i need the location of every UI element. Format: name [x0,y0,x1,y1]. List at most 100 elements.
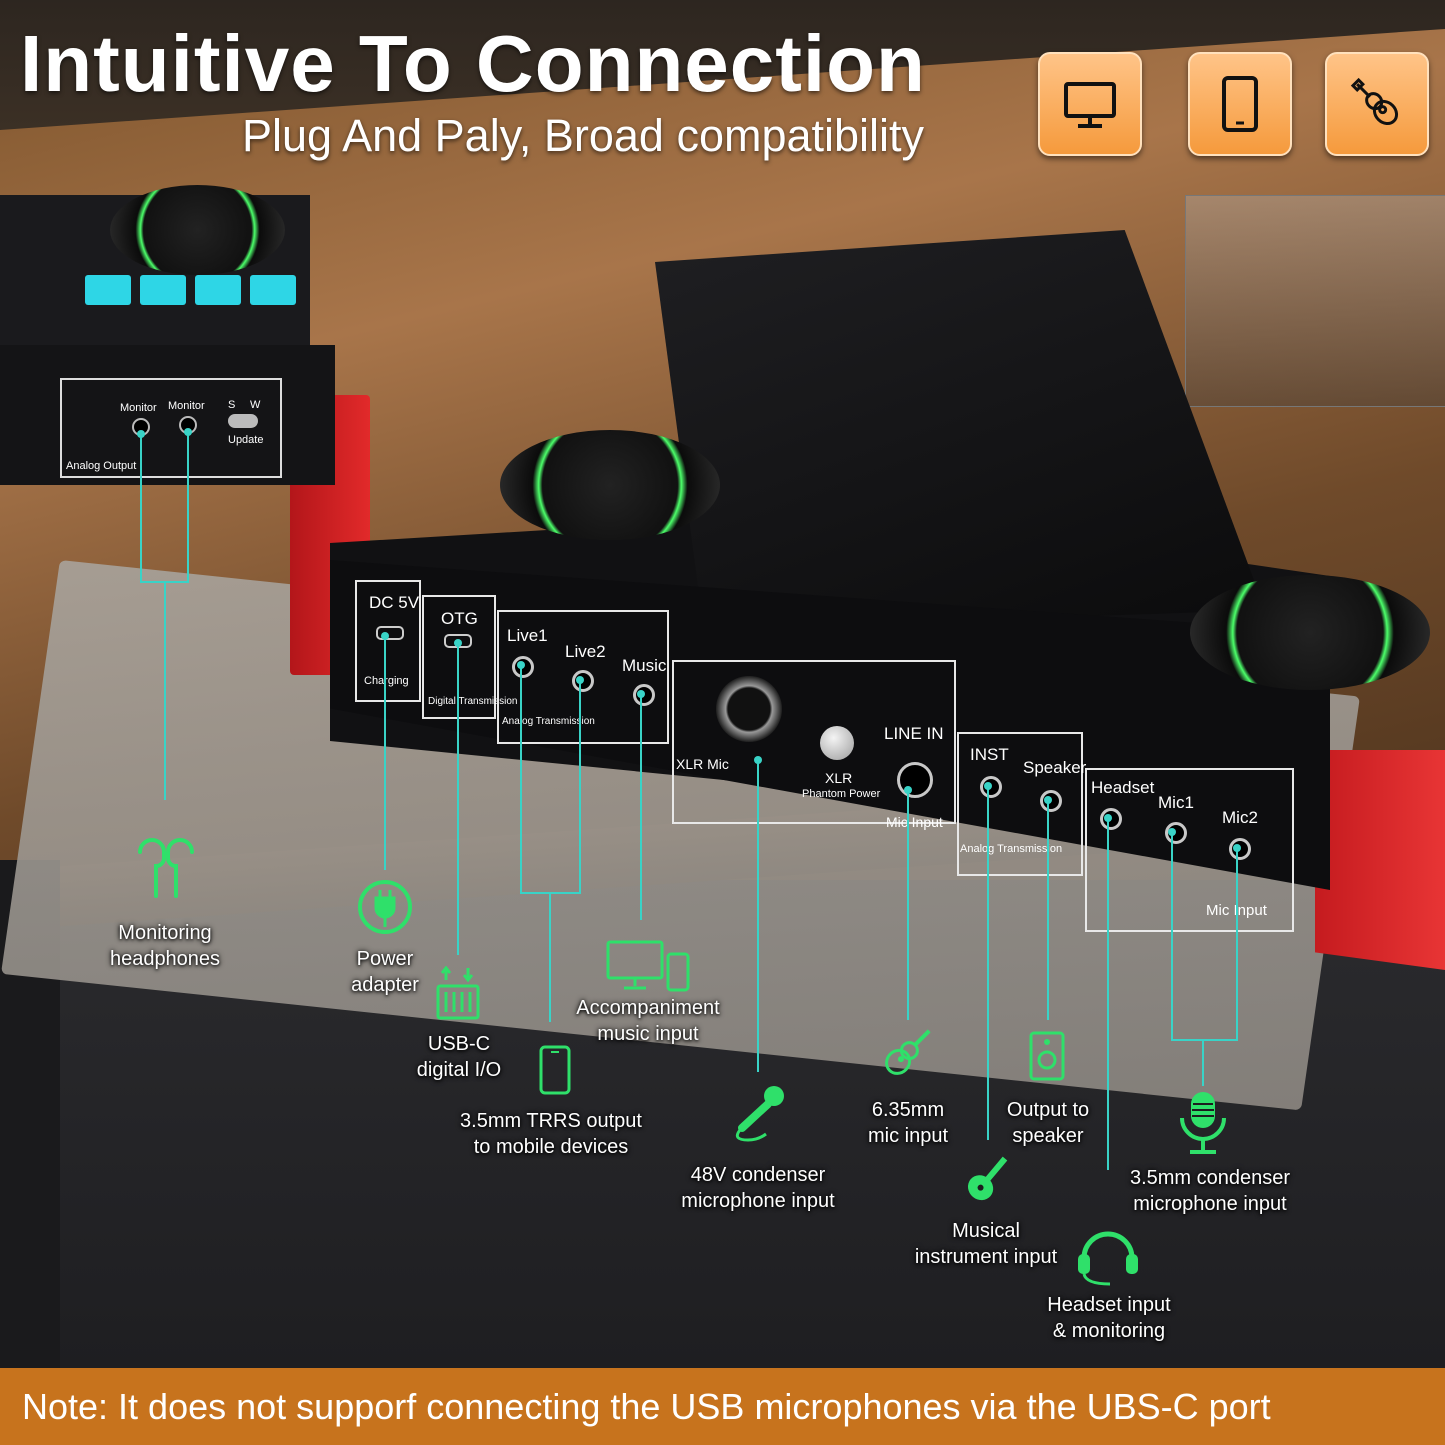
caption-line: 3.5mm condenser [1129,1167,1291,1189]
caption-accompaniment-input: Accompaniment music input [576,995,719,1047]
xlr-mic-label: XLR Mic [676,756,729,772]
caption-635mm-mic: 6.35mm mic input [868,1097,948,1149]
pad-4[interactable] [250,275,296,305]
switch-w-label: W [250,399,261,411]
analog-transmission-label: Analog Transmission [502,716,595,727]
otg-label: OTG [441,609,478,628]
charging-label: Charging [364,675,409,687]
inst-speaker-group [957,732,1083,876]
xlr-line-in-group [672,660,956,824]
guitar-badge [1325,52,1429,156]
phantom-power-button[interactable] [820,726,854,760]
main-mixer-device [330,230,1445,970]
dc-port-group [355,580,421,702]
condenser-microphone-icon [1180,1092,1226,1154]
caption-headset-input: Headset input & monitoring [1047,1292,1170,1344]
computer-and-phone-icon [606,940,690,992]
line-in-label: LINE IN [884,724,944,743]
caption-line: Musical [952,1220,1020,1242]
caption-line: Headset input [1047,1294,1171,1316]
main-jog-wheel-left[interactable] [500,430,720,540]
caption-monitoring-headphones: Monitoring headphones [110,920,220,972]
phantom-power-label: Phantom Power [802,788,881,800]
caption-line: music input [597,1023,699,1045]
headset-icon [1078,1231,1138,1286]
caption-line: digital I/O [416,1059,502,1081]
caption-line: to mobile devices [473,1136,629,1158]
monitor-label-2: Monitor [168,400,205,412]
left-device-jog-wheel[interactable] [110,185,285,275]
caption-line: 3.5mm TRRS output [460,1110,642,1132]
caption-line: mic input [867,1125,949,1147]
mic2-label: Mic2 [1222,808,1258,827]
guitar-icon [885,1029,931,1075]
main-device-red-side [1315,750,1445,970]
pad-1[interactable] [85,275,131,305]
electric-guitar-icon [967,1156,1008,1201]
mic1-jack[interactable] [1165,822,1187,844]
usb-c-charge-port[interactable] [376,626,404,640]
caption-48v-condenser: 48V condenser microphone input [681,1162,834,1214]
mic-input-label-1: Mic Input [886,814,943,830]
dc-label: DC 5V [369,593,420,612]
update-label: Update [228,434,264,446]
s-w-switch[interactable] [228,414,258,428]
mobile-phone-icon [539,1045,571,1095]
main-jog-wheel-right[interactable] [1190,575,1430,690]
caption-line: 6.35mm [871,1099,945,1121]
caption-line: & monitoring [1052,1320,1166,1342]
switch-s-label: S [228,399,236,411]
tablet-badge [1188,52,1292,156]
mic-headset-group [1085,768,1294,932]
speaker-label: Speaker [1023,758,1087,777]
xlr-mic-jack[interactable] [716,676,782,742]
live1-label: Live1 [507,626,548,645]
caption-line: 48V condenser [690,1164,826,1186]
acrylic-case [1185,195,1445,407]
pad-2[interactable] [140,275,186,305]
caption-line: headphones [109,948,221,970]
tablet-icon [1222,76,1258,132]
usb-c-icon [436,966,480,1020]
page-subtitle: Plug And Paly, Broad compatibility [242,110,925,161]
headset-label: Headset [1091,778,1155,797]
caption-line: Power [356,948,414,970]
caption-line: instrument input [914,1246,1058,1268]
pad-3[interactable] [195,275,241,305]
analog-output-label: Analog Output [66,460,137,472]
caption-line: adapter [351,974,419,996]
analog-output-panel [60,378,282,478]
mic1-label: Mic1 [1158,793,1194,812]
footer-note-bar: Note: It does not supporf connecting the… [0,1368,1445,1445]
caption-line: Output to [1006,1099,1090,1121]
xlr-label: XLR [825,770,853,786]
live2-label: Live2 [565,642,606,661]
caption-line: Monitoring [118,922,212,944]
handheld-microphone-icon [735,1086,784,1142]
caption-line: speaker [1012,1125,1084,1147]
caption-output-speaker: Output to speaker [1007,1097,1089,1149]
analog-transmission-label-2: Analog Transmission [960,843,1063,855]
caption-line: microphone input [1133,1193,1287,1215]
digital-transmission-label: Digital Transmission [428,696,518,707]
live-music-port-group [497,610,669,744]
earbuds-icon [138,838,194,898]
monitor-badge [1038,52,1142,156]
power-plug-icon [358,880,412,934]
page-title: Intuitive To Connection [20,19,926,108]
caption-trrs-output: 3.5mm TRRS output to mobile devices [460,1108,642,1160]
monitor-label-1: Monitor [120,402,157,414]
caption-line: microphone input [681,1190,835,1212]
caption-line: Accompaniment [576,997,720,1019]
line-in-jack[interactable] [897,762,933,798]
caption-line: USB-C [427,1033,491,1055]
music-label: Music [622,656,667,675]
caption-instrument-input: Musical instrument input [915,1218,1057,1270]
caption-usb-c-io: USB-C digital I/O [417,1031,501,1083]
monitor-icon [1064,82,1116,128]
footer-note-text: Note: It does not supporf connecting the… [22,1386,1271,1427]
guitar-icon [1350,77,1399,126]
caption-35mm-condenser: 3.5mm condenser microphone input [1130,1165,1290,1217]
left-device-front [0,345,335,485]
